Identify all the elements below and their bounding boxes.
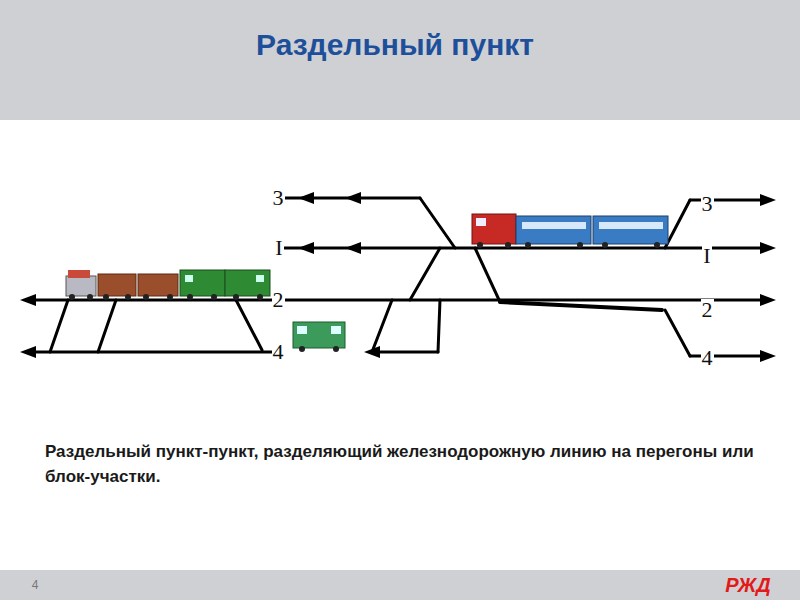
- definition-caption: Раздельный пункт-пункт, разделяющий желе…: [45, 440, 765, 489]
- track-number: 2: [701, 299, 714, 321]
- footer-band: [0, 570, 800, 600]
- track-number: 4: [272, 341, 285, 363]
- track-number: 3: [272, 187, 285, 209]
- slide-title: Раздельный пункт: [0, 28, 790, 62]
- track-number: I: [274, 237, 283, 259]
- track-number: I: [702, 245, 711, 267]
- track-number: 4: [701, 347, 714, 369]
- track-number: 2: [272, 289, 285, 311]
- page-number: 4: [32, 578, 39, 592]
- company-logo: РЖД: [725, 574, 771, 597]
- track-number: 3: [701, 193, 714, 215]
